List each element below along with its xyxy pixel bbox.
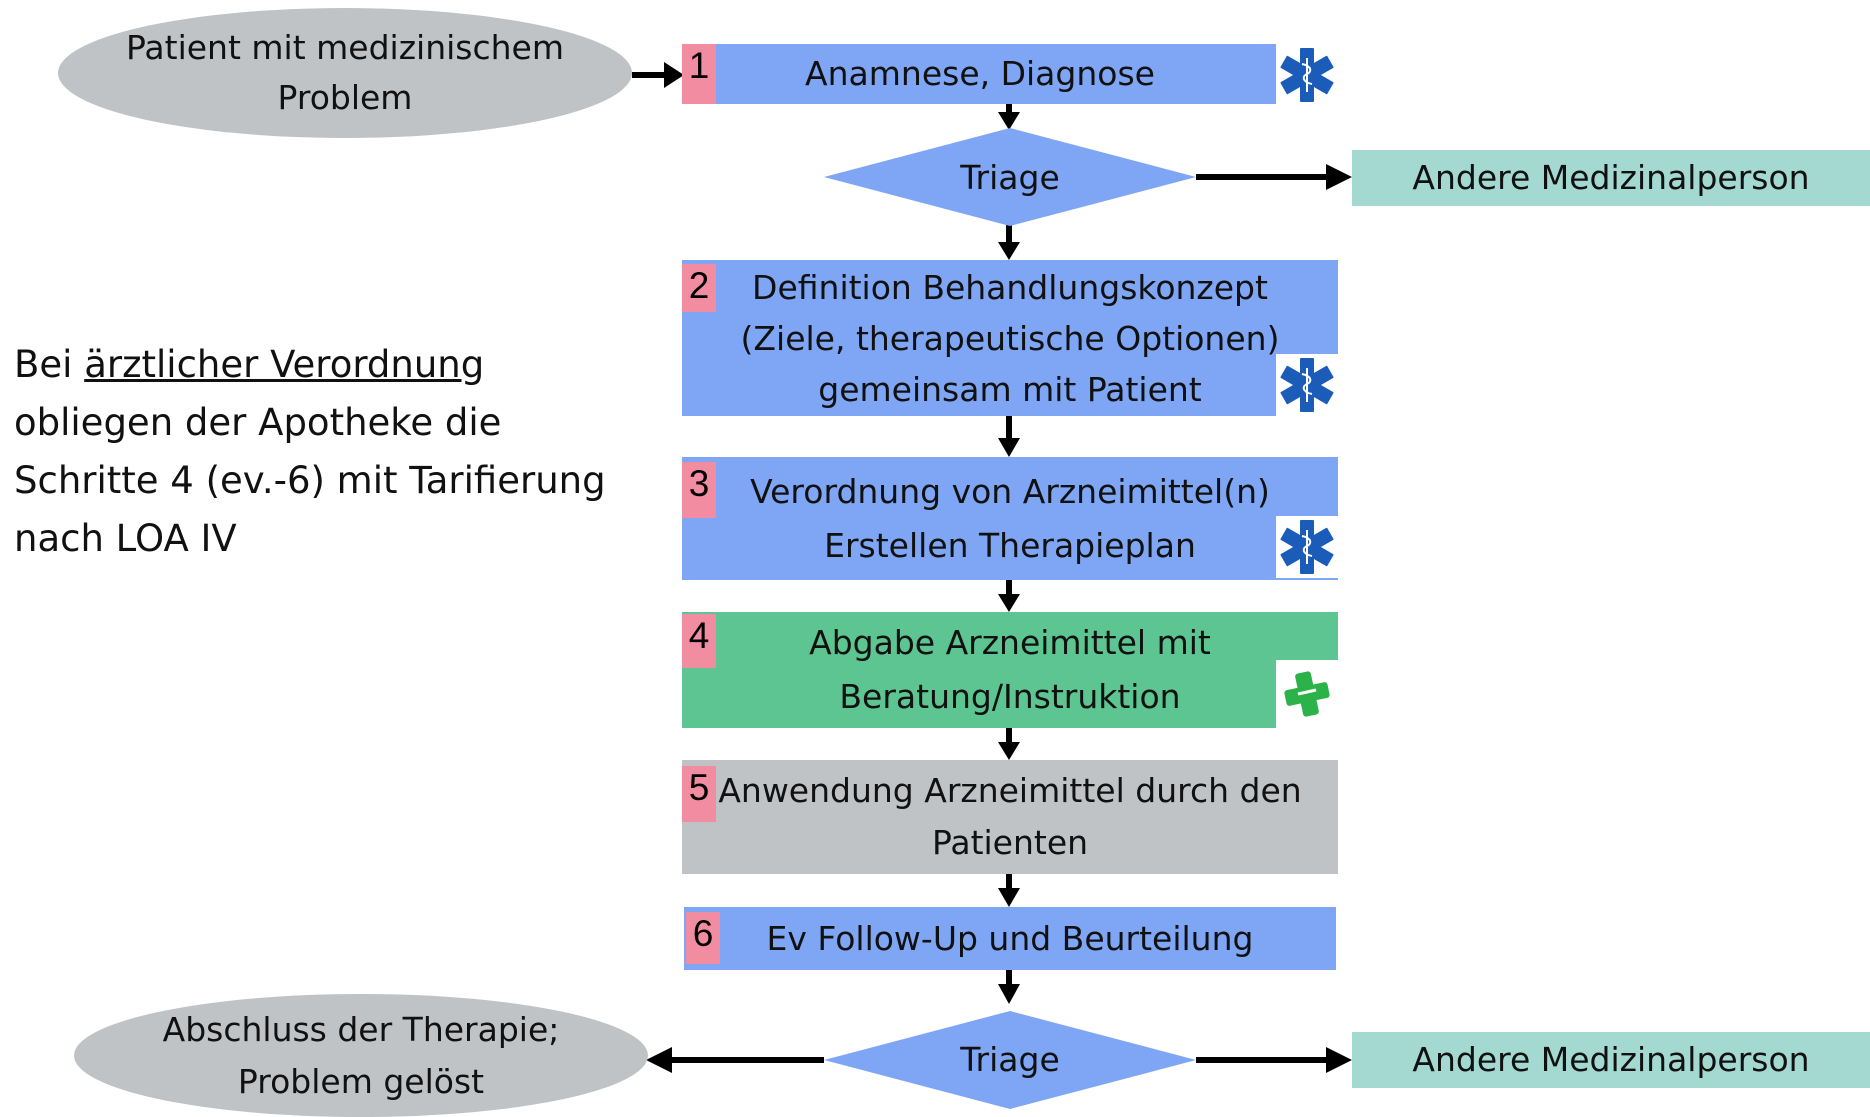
start-line1: Patient mit medizinischem bbox=[126, 28, 564, 67]
step-6-number: 6 bbox=[686, 912, 720, 964]
step-5-number: 5 bbox=[682, 766, 716, 822]
side-note-underlined: ärztlicher Verordnung bbox=[84, 343, 485, 386]
side-note-line2: obliegen der Apotheke die bbox=[14, 401, 502, 444]
arrowhead-step6-to-triage bbox=[998, 984, 1020, 1004]
pharmacy-cross-icon bbox=[1276, 660, 1338, 728]
star-of-life-icon bbox=[1276, 354, 1338, 416]
step-1-number: 1 bbox=[682, 44, 716, 104]
arrowhead-triage-top-to-other bbox=[1326, 164, 1352, 190]
step-3-box: Verordnung von Arzneimittel(n) Erstellen… bbox=[682, 457, 1338, 580]
other-medical-person-top-label: Andere Medizinalperson bbox=[1412, 158, 1810, 197]
arrowhead-start-to-step1 bbox=[664, 62, 684, 88]
arrowhead-step4-to-step5 bbox=[998, 742, 1020, 760]
triage-top-diamond bbox=[824, 128, 1196, 226]
triage-bottom-diamond bbox=[824, 1011, 1196, 1109]
start-oval: Patient mit medizinischem Problem bbox=[58, 8, 632, 138]
step-1-box: Anamnese, Diagnose bbox=[682, 44, 1278, 104]
end-line2: Problem gelöst bbox=[237, 1061, 485, 1101]
step-4-number: 4 bbox=[682, 614, 716, 668]
star-of-life-icon bbox=[1276, 44, 1338, 106]
step-4-box: Abgabe Arzneimittel mit Beratung/Instruk… bbox=[682, 612, 1338, 728]
step-1-label: Anamnese, Diagnose bbox=[805, 54, 1155, 93]
step-5-line2: Patienten bbox=[931, 823, 1089, 862]
side-note-prefix: Bei bbox=[14, 343, 85, 386]
step-4-line1: Abgabe Arzneimittel mit bbox=[809, 623, 1211, 662]
step-4-line2: Beratung/Instruktion bbox=[839, 677, 1181, 716]
arrowhead-triage-to-step2 bbox=[998, 242, 1020, 260]
other-medical-person-bottom-label: Andere Medizinalperson bbox=[1412, 1040, 1810, 1079]
arrowhead-triage-bottom-to-end bbox=[646, 1047, 672, 1073]
side-note-line1: Bei ärztlicher Verordnung bbox=[14, 336, 654, 394]
step-2-line1: Definition Behandlungskonzept bbox=[752, 267, 1268, 307]
start-line2: Problem bbox=[277, 78, 413, 117]
side-note: Bei ärztlicher Verordnung obliegen der A… bbox=[14, 336, 654, 568]
other-medical-person-bottom: Andere Medizinalperson bbox=[1352, 1032, 1870, 1088]
arrowhead-triage-bottom-to-other bbox=[1326, 1047, 1352, 1073]
step-2-number: 2 bbox=[682, 264, 716, 312]
step-3-line2: Erstellen Therapieplan bbox=[824, 525, 1196, 565]
step-2-box: Definition Behandlungskonzept (Ziele, th… bbox=[682, 260, 1338, 416]
step-5-line1: Anwendung Arzneimittel durch den bbox=[718, 771, 1302, 810]
step-6-box: Ev Follow-Up und Beurteilung bbox=[684, 907, 1336, 970]
arrowhead-step3-to-step4 bbox=[998, 594, 1020, 612]
end-line1: Abschluss der Therapie; bbox=[162, 1009, 560, 1049]
triage-bottom-label: Triage bbox=[960, 1040, 1060, 1079]
side-note-line3: Schritte 4 (ev.-6) mit Tarifierung bbox=[14, 459, 606, 502]
step-5-box: Anwendung Arzneimittel durch den Patient… bbox=[682, 760, 1338, 874]
star-of-life-icon bbox=[1276, 516, 1338, 578]
triage-top-label: Triage bbox=[960, 158, 1060, 197]
arrowhead-step1-to-triage bbox=[998, 112, 1020, 130]
step-6-label: Ev Follow-Up und Beurteilung bbox=[766, 918, 1254, 958]
step-3-number: 3 bbox=[682, 462, 716, 518]
arrowhead-step2-to-step3 bbox=[998, 438, 1020, 457]
side-note-line4: nach LOA IV bbox=[14, 517, 237, 560]
step-2-line2: (Ziele, therapeutische Optionen) bbox=[740, 318, 1280, 358]
end-oval: Abschluss der Therapie; Problem gelöst bbox=[74, 994, 648, 1117]
step-3-line1: Verordnung von Arzneimittel(n) bbox=[750, 471, 1270, 511]
step-2-line3: gemeinsam mit Patient bbox=[818, 369, 1202, 409]
arrowhead-step5-to-step6 bbox=[998, 888, 1020, 907]
other-medical-person-top: Andere Medizinalperson bbox=[1352, 150, 1870, 206]
